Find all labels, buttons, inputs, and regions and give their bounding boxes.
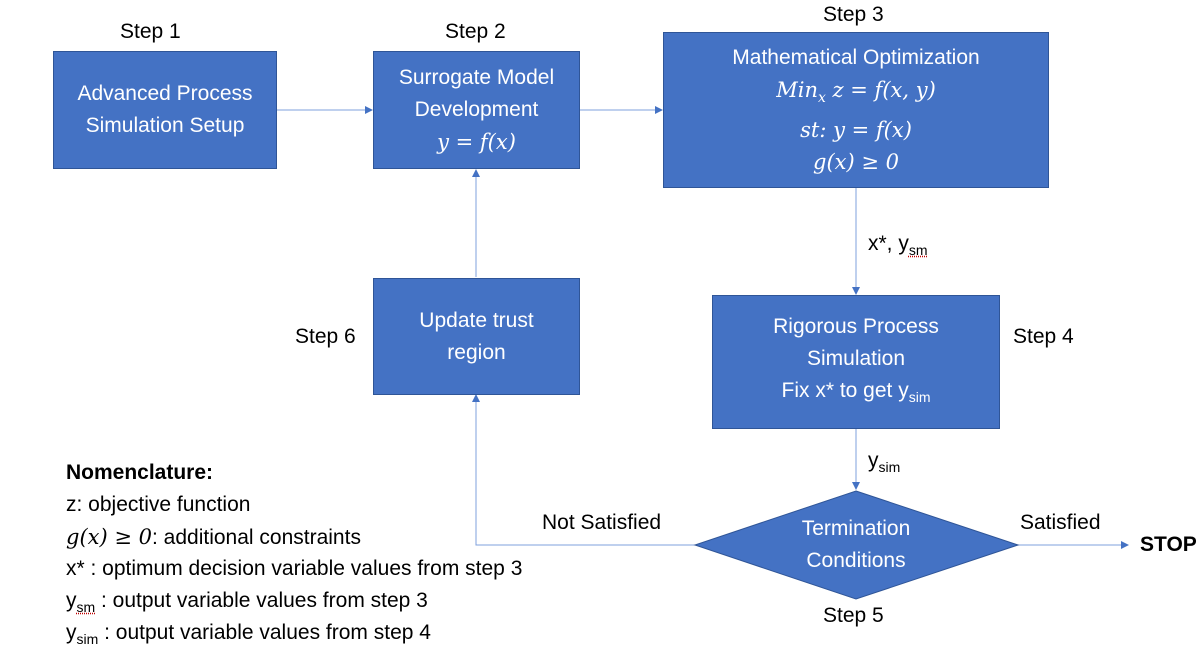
nomenclature-xstar: x* : optimum decision variable values fr… bbox=[66, 557, 523, 580]
setup-line2: Simulation Setup bbox=[85, 114, 245, 137]
optimization-box: Mathematical Optimization Minx z = f(x, … bbox=[663, 32, 1049, 188]
not-satisfied-label: Not Satisfied bbox=[542, 511, 662, 534]
ysim-edge-text: y bbox=[868, 449, 879, 472]
optimization-constraint1: st: y = f(x) bbox=[800, 118, 912, 143]
surrogate-line2: Development bbox=[414, 98, 539, 121]
arrow-termination-to-update bbox=[472, 394, 695, 546]
termination-line2: Conditions bbox=[806, 549, 906, 572]
stop-label: STOP bbox=[1140, 533, 1197, 556]
objective-expression: z = f(x, y) bbox=[825, 77, 936, 102]
setup-line1: Advanced Process bbox=[77, 82, 253, 105]
nomenclature-ysim-text: : output variable values from step 4 bbox=[98, 621, 431, 644]
nomenclature-z: z: objective function bbox=[66, 493, 251, 516]
nomenclature-g-math: g(x) ≥ 0 bbox=[66, 525, 152, 549]
nomenclature-ysim-y: y bbox=[66, 621, 77, 644]
setup-box: Advanced Process Simulation Setup bbox=[53, 51, 277, 169]
update-line1: Update trust bbox=[419, 308, 534, 332]
nomenclature-ysm-text: : output variable values from step 3 bbox=[95, 589, 428, 612]
nomenclature-g: g(x) ≥ 0: additional constraints bbox=[66, 521, 361, 554]
rigorous-line2: Simulation bbox=[806, 346, 906, 370]
termination-line1: Termination bbox=[801, 517, 911, 540]
surrogate-line1: Surrogate Model bbox=[398, 66, 555, 89]
nomenclature-ysm-y: y bbox=[66, 589, 77, 612]
surrogate-equation: y = f(x) bbox=[437, 130, 516, 154]
rigorous-line3-text: Fix x* to get y bbox=[781, 378, 909, 402]
step6-label: Step 6 bbox=[295, 325, 356, 348]
satisfied-label: Satisfied bbox=[1020, 511, 1101, 534]
nomenclature-ysm: ysm : output variable values from step 3 bbox=[66, 585, 428, 623]
optimization-line1: Mathematical Optimization bbox=[732, 45, 980, 69]
step3-label: Step 3 bbox=[823, 3, 884, 26]
rigorous-line3: Fix x* to get ysim bbox=[782, 375, 931, 413]
update-line2: region bbox=[447, 340, 506, 364]
xstar-edge-text: x*, y bbox=[868, 232, 909, 255]
nomenclature-ysm-sub: sm bbox=[76, 599, 96, 616]
optimization-objective: Minx z = f(x, y) bbox=[776, 74, 936, 114]
rigorous-line3-sub: sim bbox=[908, 389, 931, 406]
termination-diamond bbox=[693, 490, 1020, 600]
step4-label: Step 4 bbox=[1013, 325, 1074, 348]
surrogate-box: Surrogate Model Development y = f(x) bbox=[373, 51, 580, 169]
update-box: Update trust region bbox=[373, 278, 580, 395]
termination-text: Termination Conditions bbox=[756, 513, 956, 577]
step1-label: Step 1 bbox=[120, 20, 181, 43]
step5-label: Step 5 bbox=[823, 604, 884, 627]
xstar-edge-label: x*, ysm bbox=[868, 232, 928, 258]
step2-label: Step 2 bbox=[445, 20, 506, 43]
rigorous-line1: Rigorous Process bbox=[773, 314, 939, 338]
ysim-edge-label: ysim bbox=[868, 449, 900, 475]
xstar-edge-sub: sm bbox=[908, 242, 928, 259]
objective-min-sub: x bbox=[817, 90, 826, 107]
nomenclature-title: Nomenclature: bbox=[66, 461, 214, 484]
nomenclature-g-text: : additional constraints bbox=[151, 526, 361, 549]
nomenclature-ysim-sub: sim bbox=[76, 631, 99, 648]
nomenclature-ysim: ysim : output variable values from step … bbox=[66, 617, 431, 655]
ysim-edge-sub: sim bbox=[878, 459, 901, 476]
objective-min: Min bbox=[776, 77, 818, 102]
optimization-constraint2: g(x) ≥ 0 bbox=[813, 150, 899, 175]
rigorous-box: Rigorous Process Simulation Fix x* to ge… bbox=[712, 295, 1000, 429]
